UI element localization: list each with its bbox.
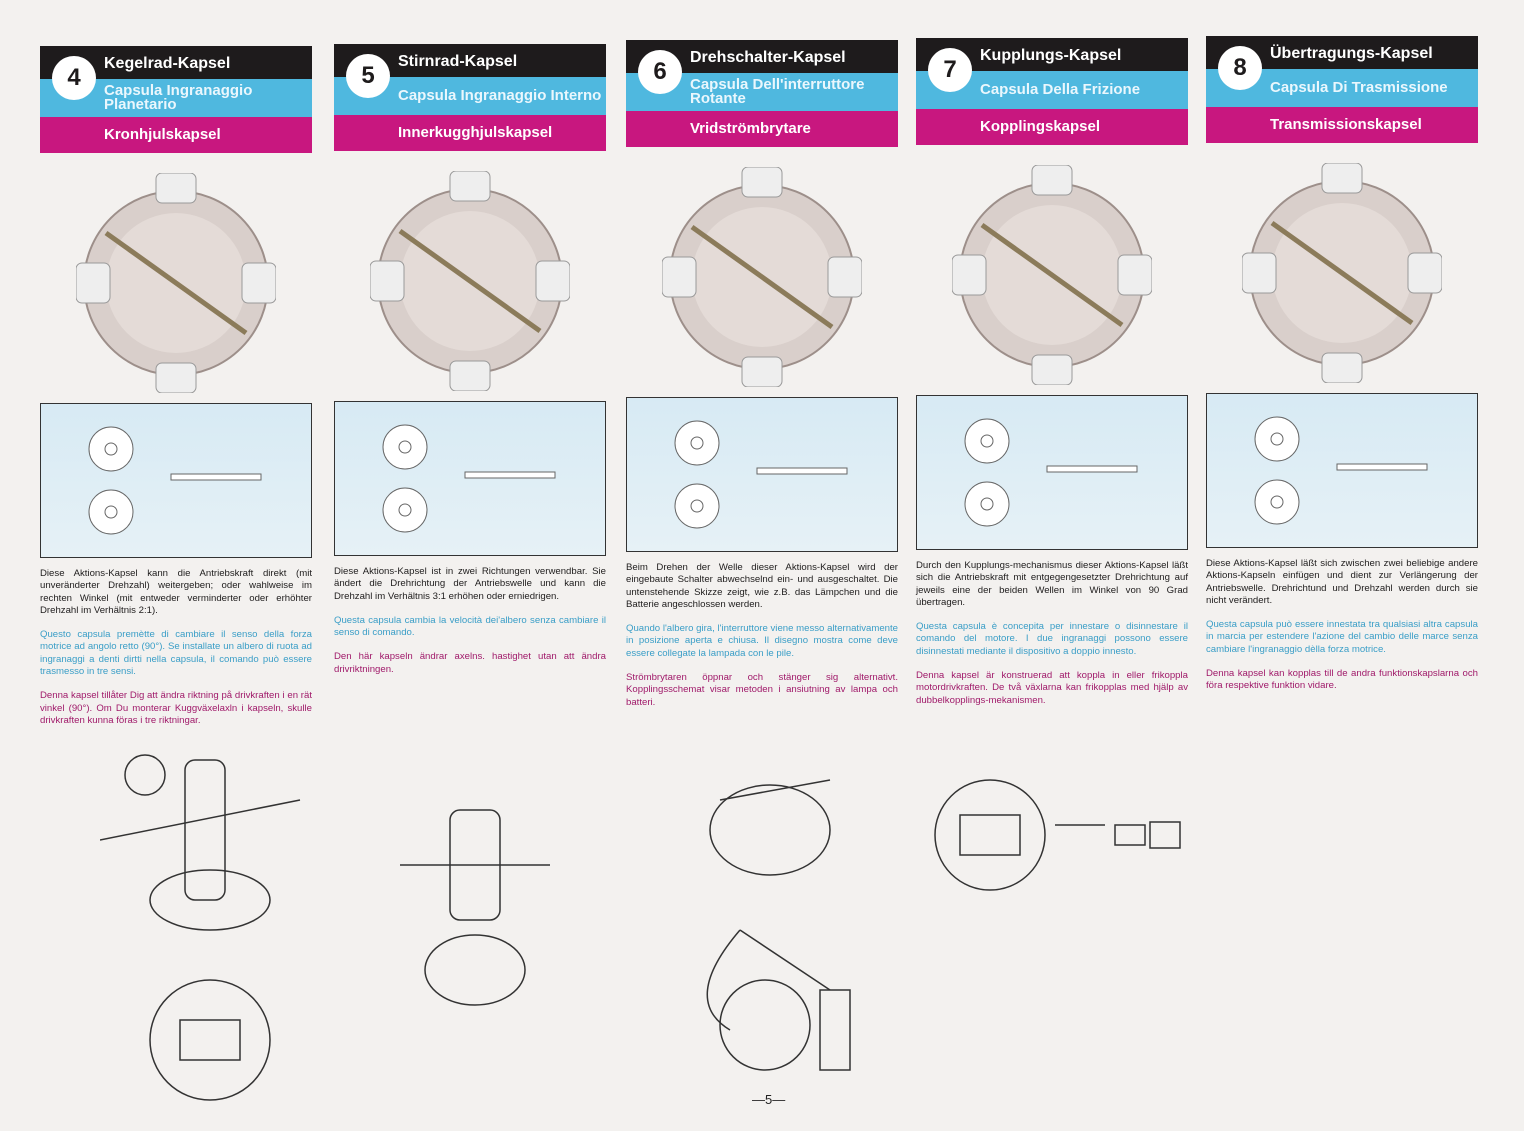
description-german: Durch den Kupplungs-mechanismus dieser A…: [916, 560, 1188, 608]
description-swedish: Denna kapsel är konstruerad att koppla i…: [916, 670, 1188, 706]
description-german: Diese Aktions-Kapsel ist in zwei Richtun…: [334, 566, 606, 602]
assembly-drawing-bevel: [100, 754, 301, 1101]
capsule-column: Drehschalter-Kapsel Capsula Dell'interru…: [626, 40, 898, 721]
capsule-column: Stirnrad-Kapsel Capsula Ingranaggio Inte…: [334, 44, 606, 688]
capsule-column: Übertragungs-Kapsel Capsula Di Trasmissi…: [1206, 36, 1478, 705]
description-italian: Quando l'albero gira, l'interruttore vie…: [626, 623, 898, 659]
description-swedish: Denna kapsel kan kopplas till de andra f…: [1206, 668, 1478, 692]
capsule-photo: [626, 147, 898, 397]
title-swedish: Innerkugghjulskapsel: [334, 115, 606, 151]
capsule-description: Beim Drehen der Welle dieser Aktions-Kap…: [626, 562, 898, 709]
description-italian: Questa capsula è concepita per innestare…: [916, 621, 1188, 657]
description-italian: Questo capsula premètte di cambiare il s…: [40, 629, 312, 678]
capsule-photo: [334, 151, 606, 401]
capsule-header: Stirnrad-Kapsel Capsula Ingranaggio Inte…: [334, 44, 606, 151]
parts-diagram: [626, 397, 898, 552]
capsule-description: Diese Aktions-Kapsel läßt sich zwischen …: [1206, 558, 1478, 693]
title-swedish: Transmissionskapsel: [1206, 107, 1478, 143]
title-swedish: Kopplingskapsel: [916, 109, 1188, 145]
capsule-number-badge: 5: [346, 54, 390, 98]
description-german: Diese Aktions-Kapsel kann die Antriebskr…: [40, 568, 312, 616]
capsule-header: Drehschalter-Kapsel Capsula Dell'interru…: [626, 40, 898, 147]
capsule-header: Kupplungs-Kapsel Capsula Della Frizione …: [916, 38, 1188, 145]
description-italian: Questa capsula può essere innestata tra …: [1206, 619, 1478, 655]
parts-diagram: [334, 401, 606, 556]
assembly-drawing-clutch: [934, 779, 1181, 891]
capsule-number-badge: 8: [1218, 46, 1262, 90]
capsule-description: Durch den Kupplungs-mechanismus dieser A…: [916, 560, 1188, 707]
capsule-description: Diese Aktions-Kapsel ist in zwei Richtun…: [334, 566, 606, 676]
assembly-drawing-switch: [706, 779, 851, 1071]
description-german: Diese Aktions-Kapsel läßt sich zwischen …: [1206, 558, 1478, 606]
title-swedish: Kronhjulskapsel: [40, 117, 312, 153]
parts-diagram: [916, 395, 1188, 550]
title-swedish: Vridströmbrytare: [626, 111, 898, 147]
capsule-photo: [40, 153, 312, 403]
description-swedish: Strömbrytaren öppnar och stänger sig alt…: [626, 672, 898, 708]
description-german: Beim Drehen der Welle dieser Aktions-Kap…: [626, 562, 898, 610]
description-swedish: Denna kapsel tillåter Dig att ändra rikt…: [40, 690, 312, 726]
capsule-number-badge: 4: [52, 56, 96, 100]
page-number: —5—: [752, 1092, 786, 1107]
capsule-header: Kegelrad-Kapsel Capsula Ingranaggio Plan…: [40, 46, 312, 153]
capsule-column: Kegelrad-Kapsel Capsula Ingranaggio Plan…: [40, 46, 312, 739]
capsule-number-badge: 7: [928, 48, 972, 92]
assembly-drawing-spur: [400, 809, 550, 1006]
capsule-column: Kupplungs-Kapsel Capsula Della Frizione …: [916, 38, 1188, 719]
description-italian: Questa capsula cambia la velocità dei'al…: [334, 614, 606, 639]
capsule-header: Übertragungs-Kapsel Capsula Di Trasmissi…: [1206, 36, 1478, 143]
capsule-description: Diese Aktions-Kapsel kann die Antriebskr…: [40, 568, 312, 727]
parts-diagram: [40, 403, 312, 558]
description-swedish: Den här kapseln ändrar axelns. hastighet…: [334, 651, 606, 675]
parts-diagram: [1206, 393, 1478, 548]
capsule-photo: [916, 145, 1188, 395]
capsule-photo: [1206, 143, 1478, 393]
capsule-number-badge: 6: [638, 50, 682, 94]
